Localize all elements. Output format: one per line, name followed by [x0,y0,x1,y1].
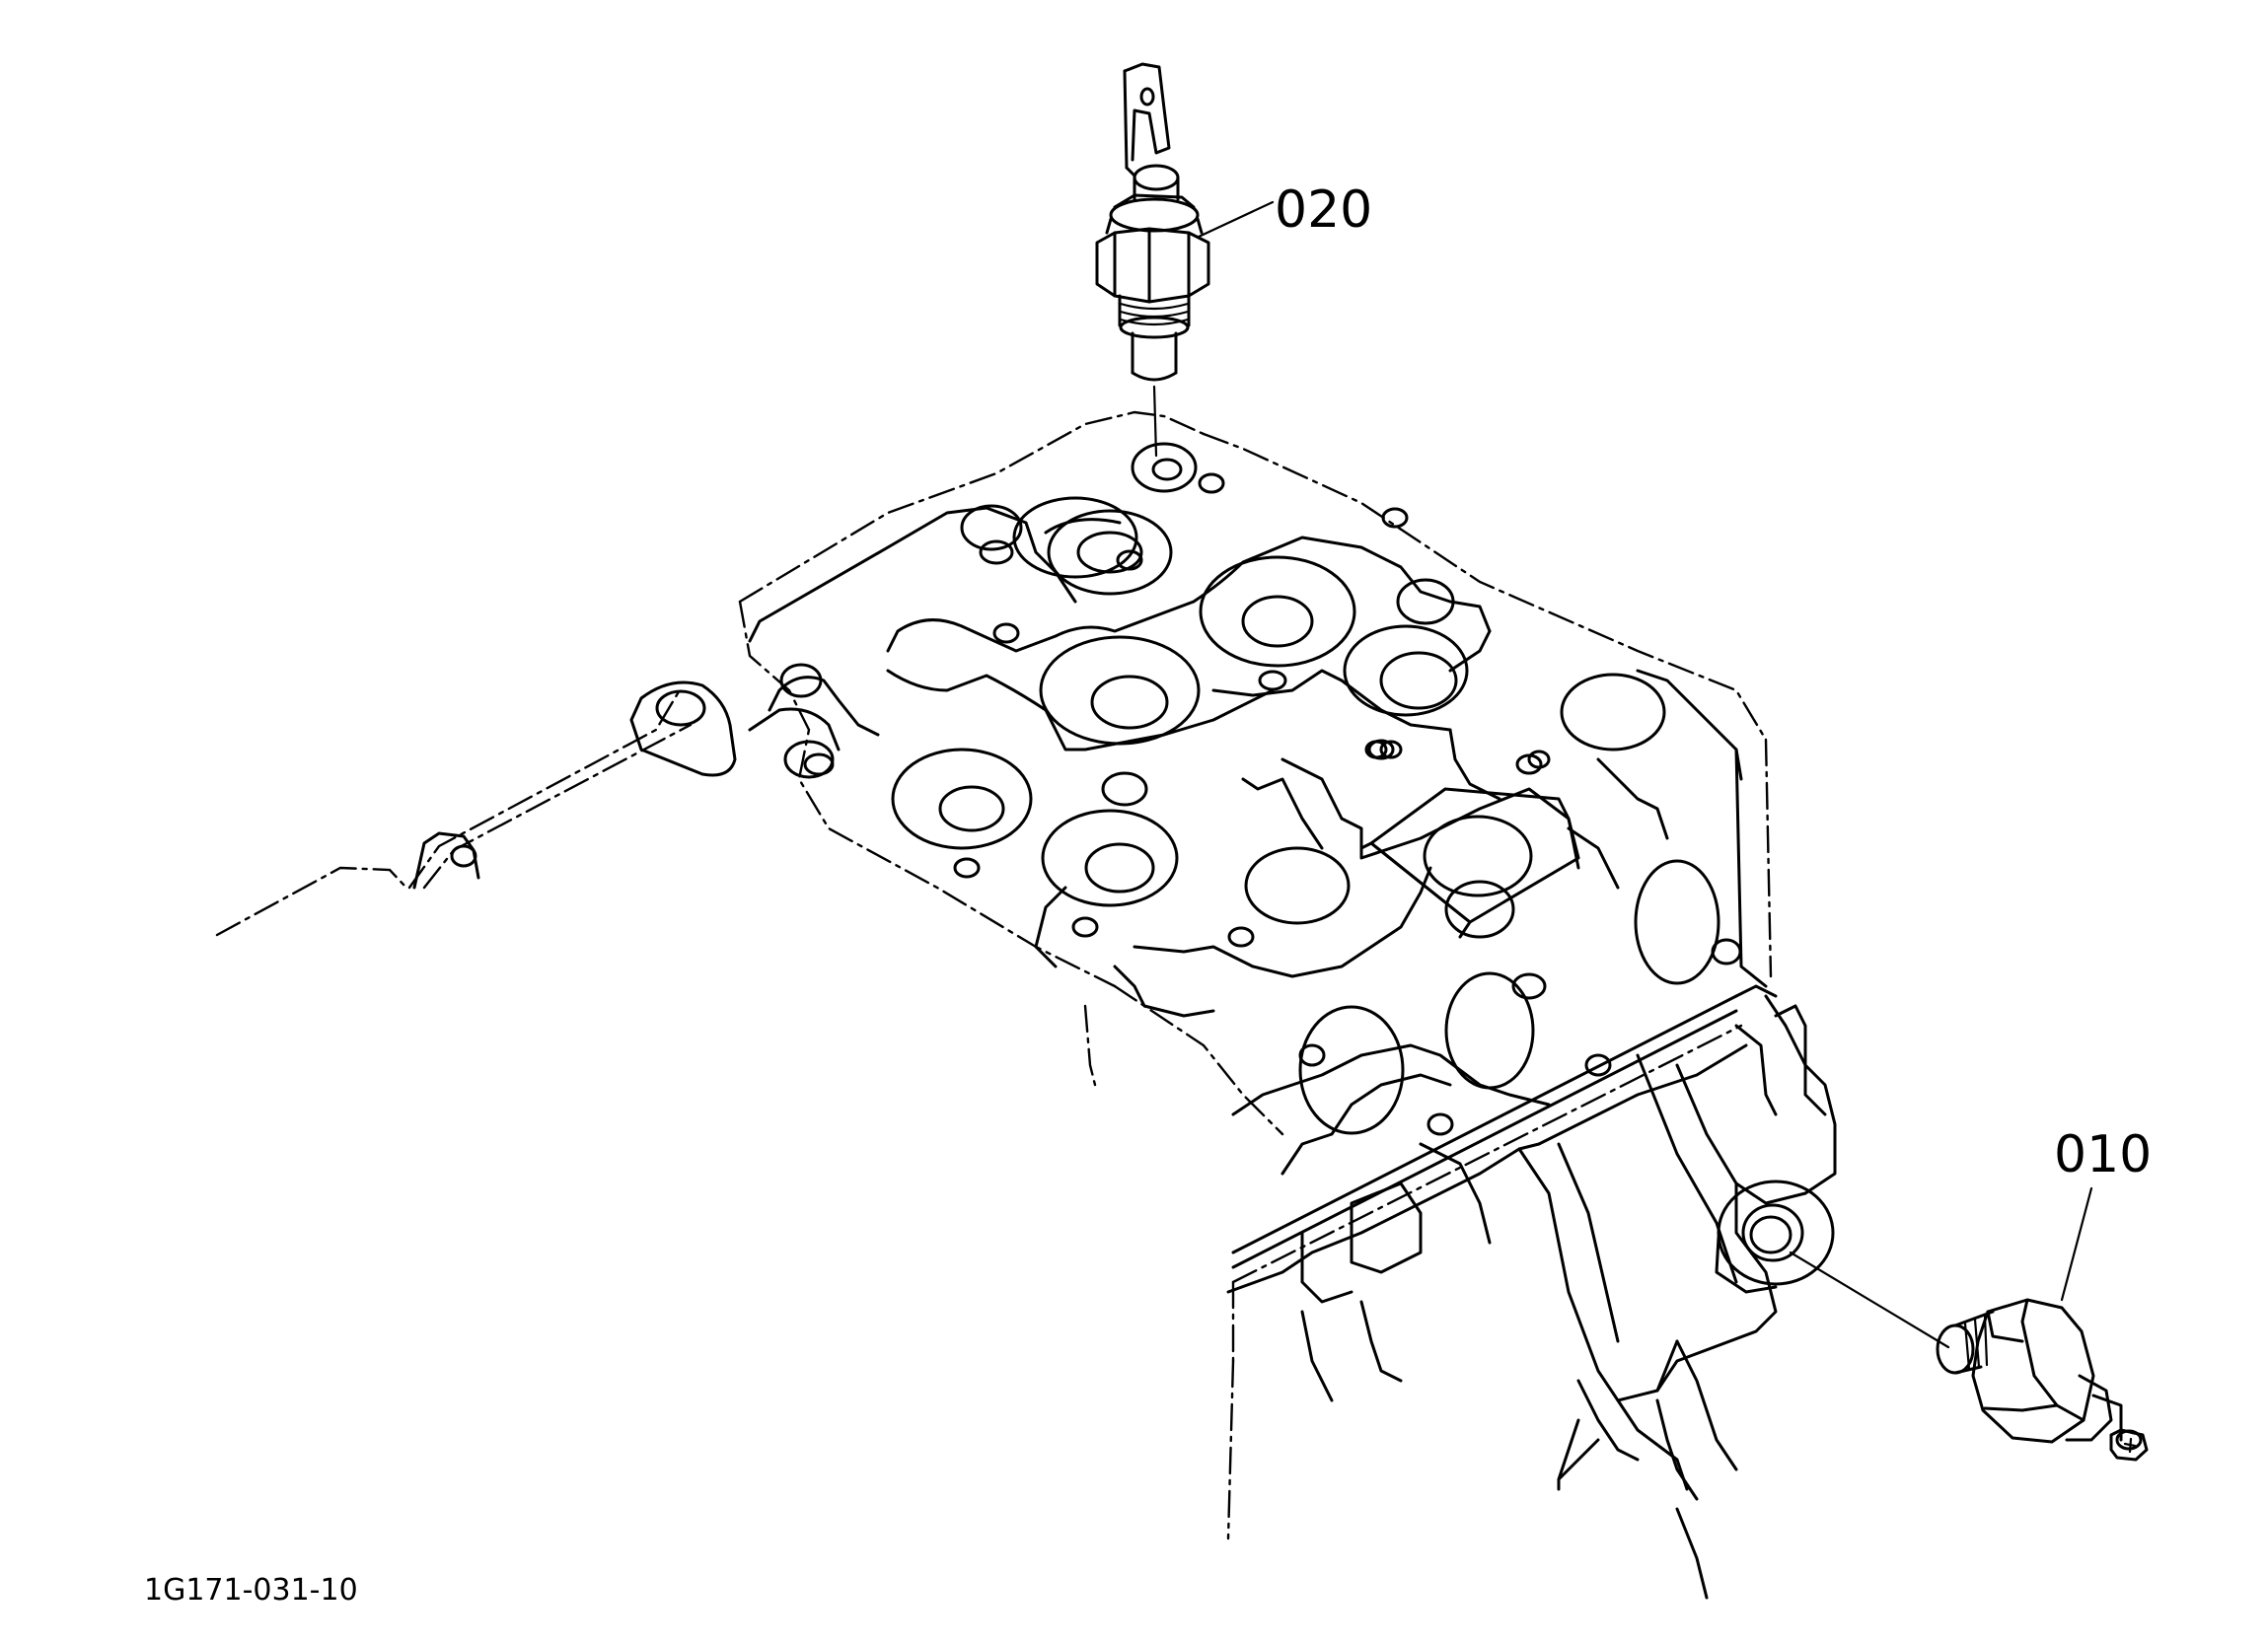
part-number-010: 010 [2054,1125,2152,1184]
temperature-sensor-020 [1095,62,1275,458]
cylinder-head [215,410,1837,1600]
drawing-number: 1G171-031-10 [144,1573,358,1608]
oil-pressure-switch-010 [1789,1186,2149,1462]
part-number-020: 020 [1275,180,1372,240]
